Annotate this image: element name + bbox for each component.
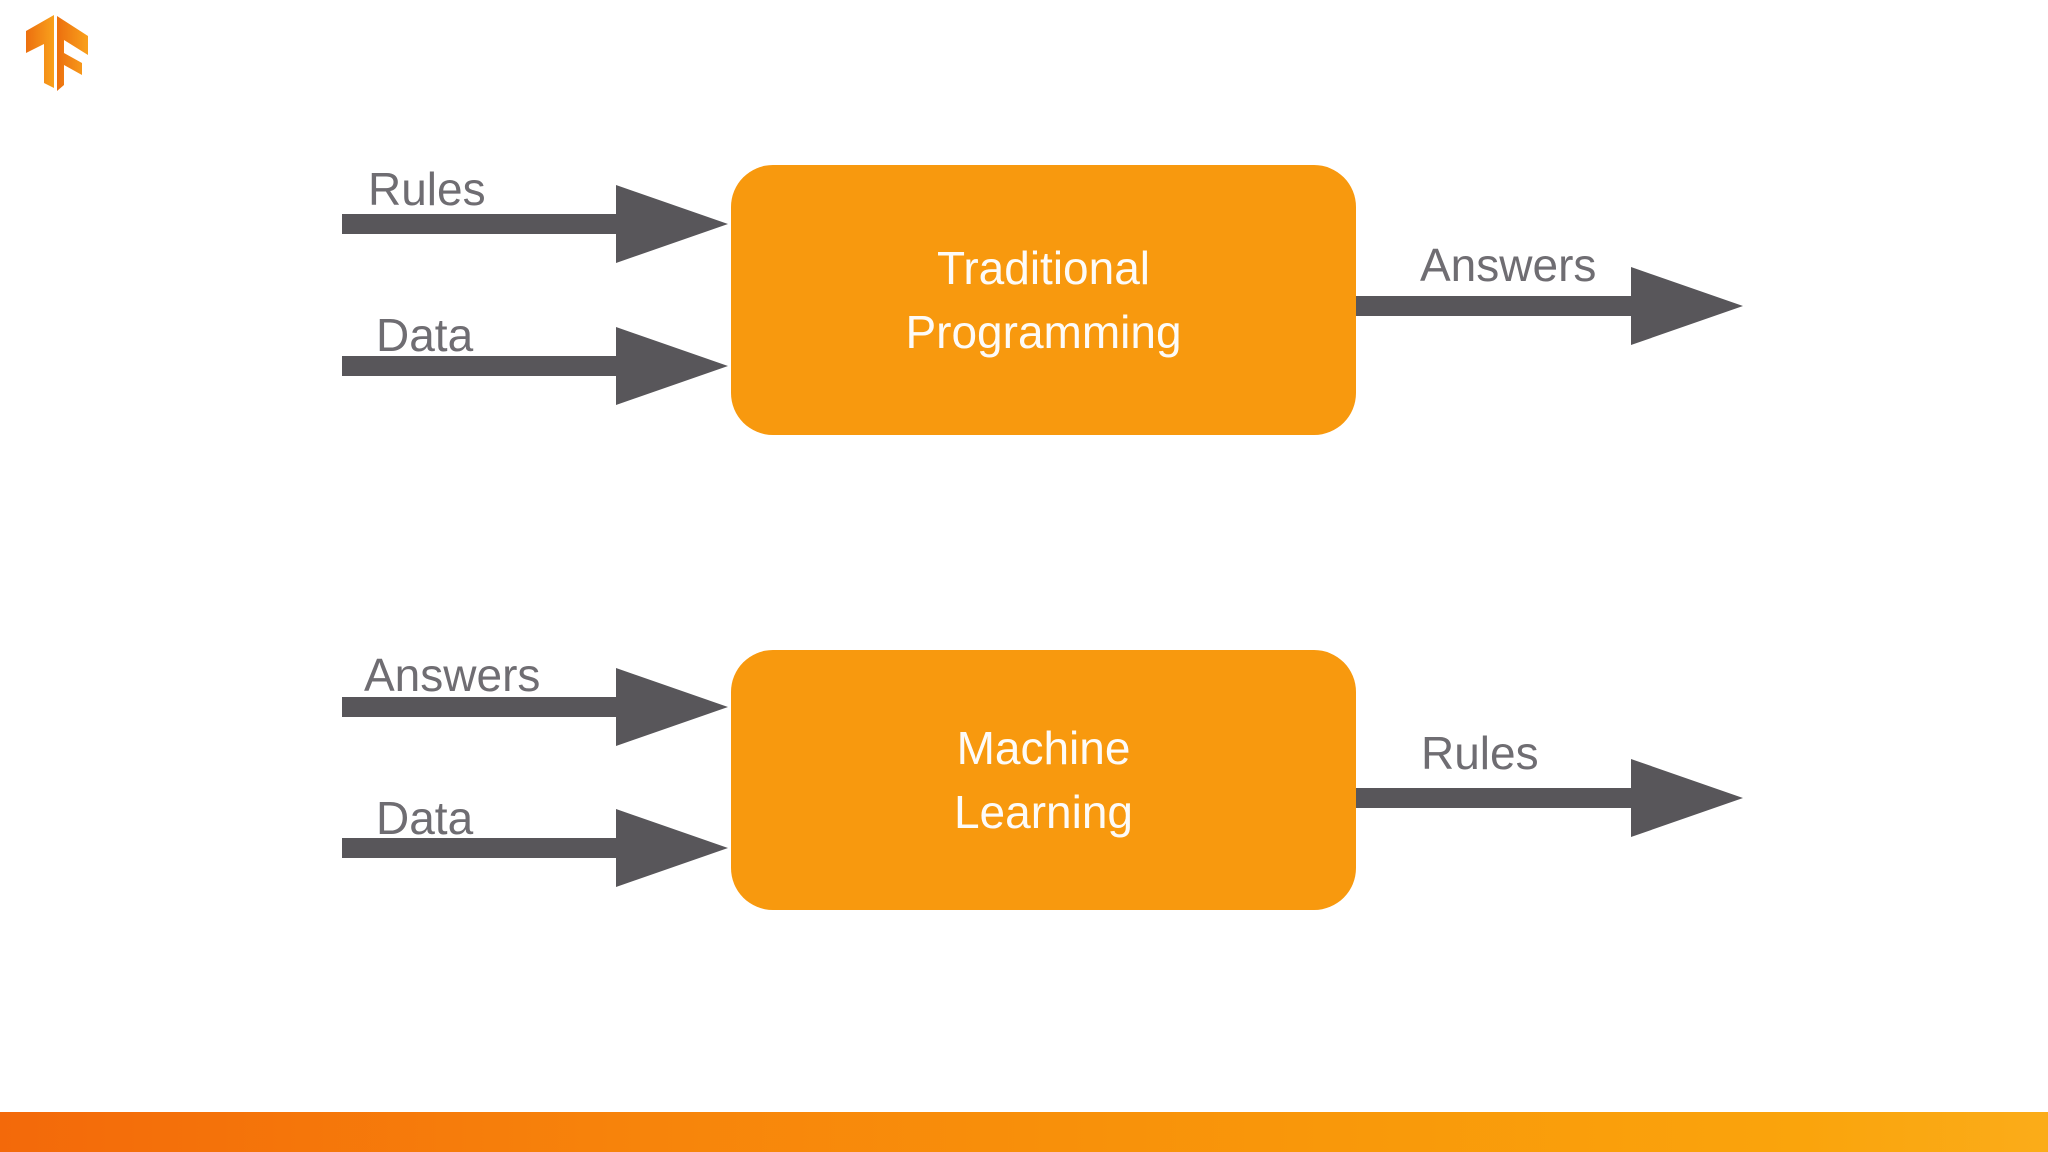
arrow-shaft <box>342 356 628 376</box>
arrow-shaft <box>1356 296 1642 316</box>
tensorflow-logo-right-shape <box>57 16 88 91</box>
output-label-answers: Answers <box>1420 239 1597 291</box>
input-label-rules: Rules <box>368 163 486 215</box>
arrow-head <box>1631 267 1743 345</box>
arrow-head <box>616 185 728 263</box>
process-box-traditional-programming: Traditional Programming <box>731 165 1356 435</box>
data-input-arrow <box>342 809 728 887</box>
footer-gradient-bar <box>0 1112 2048 1152</box>
process-box-label-line2: Programming <box>905 306 1182 358</box>
process-box-label-line1: Machine <box>956 722 1131 774</box>
answers-input-arrow <box>342 668 728 746</box>
input-label-data: Data <box>376 792 474 844</box>
arrow-head <box>616 809 728 887</box>
rules-output-arrow <box>1356 759 1743 837</box>
arrow-head <box>1631 759 1743 837</box>
arrow-shaft <box>1356 788 1642 808</box>
answers-output-arrow <box>1356 267 1743 345</box>
process-box-label-line2: Learning <box>953 786 1134 838</box>
output-label-rules: Rules <box>1421 727 1539 779</box>
data-input-arrow <box>342 327 728 405</box>
input-label-data: Data <box>376 309 474 361</box>
arrow-shaft <box>342 697 628 717</box>
process-box-label-line1: Traditional <box>936 242 1151 294</box>
arrow-shaft <box>342 214 628 234</box>
input-label-answers: Answers <box>364 649 541 701</box>
tensorflow-logo <box>26 15 88 91</box>
process-box-machine-learning: Machine Learning <box>731 650 1356 910</box>
tensorflow-logo-left-shape <box>26 15 54 88</box>
arrow-shaft <box>342 838 628 858</box>
rules-input-arrow <box>342 185 728 263</box>
arrow-head <box>616 668 728 746</box>
arrow-head <box>616 327 728 405</box>
